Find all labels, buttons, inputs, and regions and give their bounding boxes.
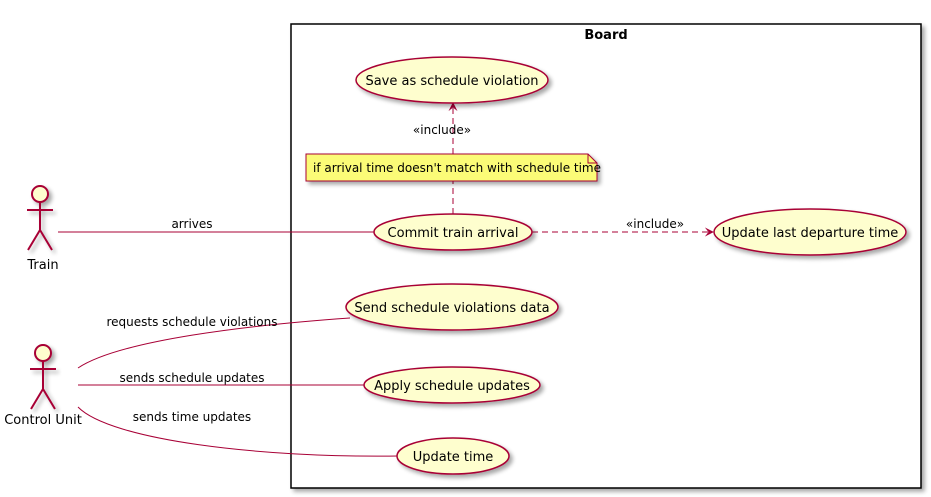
boundary-title: Board — [584, 28, 627, 43]
use-case-label: Save as schedule violation — [365, 74, 538, 89]
association-label-requests-violations: requests schedule violations — [107, 315, 278, 329]
use-case-label: Apply schedule updates — [374, 379, 530, 394]
stick-figure-icon — [30, 344, 56, 410]
use-case-update-time[interactable]: Update time — [396, 437, 510, 475]
actor-train-label: Train — [26, 258, 58, 273]
use-case-label: Update time — [413, 450, 494, 465]
system-boundary: Board — [290, 23, 922, 489]
use-case-apply-updates[interactable]: Apply schedule updates — [363, 366, 541, 404]
use-case-label: Send schedule violations data — [354, 301, 549, 316]
actor-control-unit[interactable] — [30, 344, 56, 410]
include-label-update-departure: «include» — [626, 217, 684, 231]
use-case-update-departure[interactable]: Update last departure time — [713, 208, 907, 256]
use-case-label: Update last departure time — [722, 226, 899, 241]
use-case-save-violation[interactable]: Save as schedule violation — [355, 56, 549, 104]
association-control-send-violations — [77, 317, 351, 369]
use-case-send-violations[interactable]: Send schedule violations data — [345, 283, 559, 331]
actor-train[interactable] — [27, 185, 53, 251]
actor-control-unit-label: Control Unit — [4, 413, 82, 428]
association-label-sends-schedule-updates: sends schedule updates — [119, 371, 264, 385]
use-case-commit-arrival[interactable]: Commit train arrival — [373, 213, 533, 251]
use-case-label: Commit train arrival — [388, 226, 519, 241]
association-label-arrives: arrives — [171, 217, 212, 231]
include-label-save-violation: «include» — [413, 123, 471, 137]
note — [305, 153, 598, 182]
associations — [58, 231, 399, 457]
stick-figure-icon — [27, 185, 53, 251]
association-label-sends-time-updates: sends time updates — [133, 410, 251, 424]
association-control-update-time — [77, 406, 399, 457]
note-text: if arrival time doesn't match with sched… — [313, 161, 601, 175]
